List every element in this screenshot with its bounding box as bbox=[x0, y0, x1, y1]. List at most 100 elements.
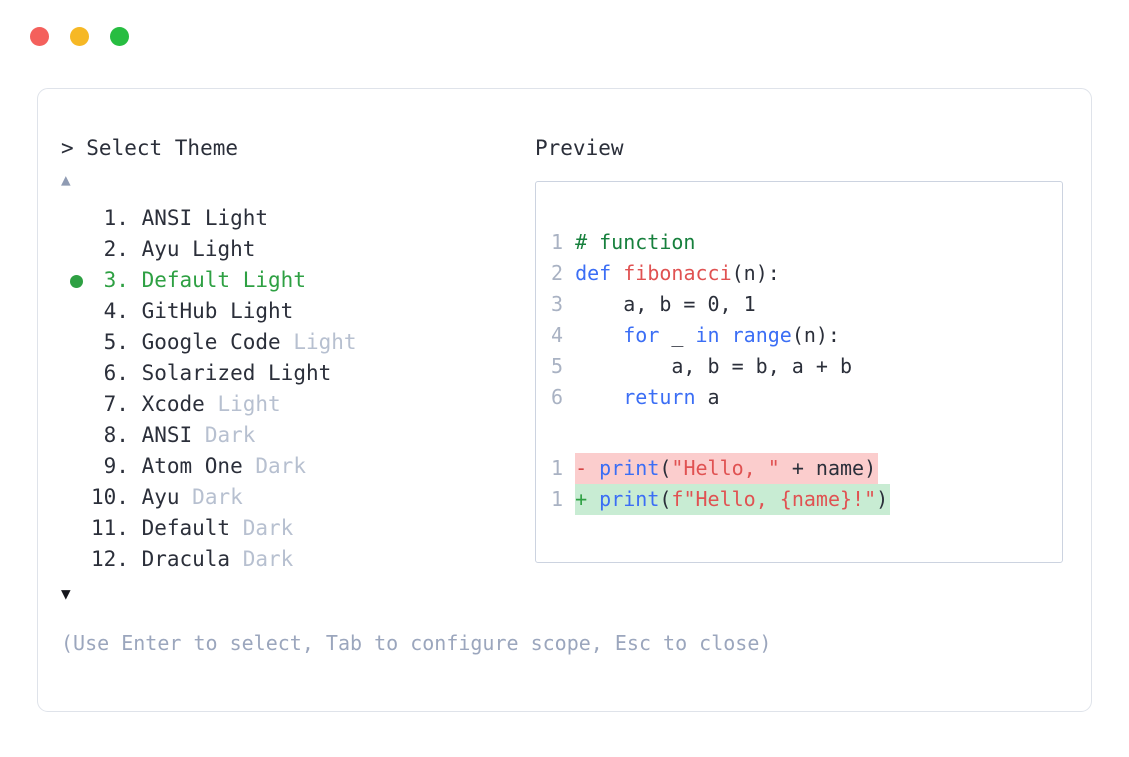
keyboard-hint: (Use Enter to select, Tab to configure s… bbox=[61, 631, 772, 655]
theme-item-index: 10. bbox=[91, 485, 129, 509]
code-token: # function bbox=[575, 230, 696, 254]
diff-preview: 1- print("Hello, " + name)1+ print(f"Hel… bbox=[536, 453, 1062, 515]
code-token: "Hello, " bbox=[671, 456, 780, 480]
theme-list-item[interactable]: 7. Xcode Light bbox=[61, 389, 531, 420]
theme-item-name: ANSI bbox=[141, 423, 193, 447]
scroll-down-icon[interactable]: ▼ bbox=[61, 584, 71, 603]
diff-line-add: 1+ print(f"Hello, {name}!") bbox=[536, 484, 1062, 515]
theme-item-variant: Light bbox=[242, 268, 306, 292]
theme-item-name: Solarized bbox=[141, 361, 256, 385]
theme-item-variant: Dark bbox=[204, 423, 256, 447]
theme-item-name: Ayu bbox=[141, 485, 180, 509]
theme-item-index: 8. bbox=[103, 423, 129, 447]
theme-item-index: 1. bbox=[103, 206, 129, 230]
code-token: return bbox=[623, 385, 696, 409]
theme-item-index: 9. bbox=[103, 454, 129, 478]
theme-list-item[interactable]: 11. Default Dark bbox=[61, 513, 531, 544]
theme-list-item[interactable]: 1. ANSI Light bbox=[61, 203, 531, 234]
code-token: print bbox=[599, 456, 660, 480]
theme-item-variant: Dark bbox=[242, 516, 294, 540]
theme-list-item[interactable]: 9. Atom One Dark bbox=[61, 451, 531, 482]
diff-line-del: 1- print("Hello, " + name) bbox=[536, 453, 1062, 484]
theme-item-index: 6. bbox=[103, 361, 129, 385]
theme-item-variant: Dark bbox=[242, 547, 294, 571]
code-line: 6 return a bbox=[536, 382, 1062, 413]
selected-bullet-icon bbox=[70, 274, 83, 288]
theme-item-index: 3. bbox=[103, 268, 129, 292]
theme-item-variant: Light bbox=[192, 237, 256, 261]
code-token: (n): bbox=[731, 261, 780, 285]
minimize-button[interactable] bbox=[70, 27, 89, 46]
prompt-label: > Select Theme bbox=[61, 136, 239, 160]
code-line: 5 a, b = b, a + b bbox=[536, 351, 1062, 382]
code-token: print bbox=[599, 487, 660, 511]
code-line: 2 def fibonacci(n): bbox=[536, 258, 1062, 289]
line-number: 1 bbox=[551, 456, 564, 480]
theme-item-name: ANSI bbox=[141, 206, 193, 230]
theme-item-name: Default bbox=[141, 516, 231, 540]
theme-list-item[interactable]: 6. Solarized Light bbox=[61, 358, 531, 389]
preview-title: Preview bbox=[535, 136, 624, 160]
line-number: 4 bbox=[551, 323, 564, 347]
maximize-button[interactable] bbox=[110, 27, 129, 46]
theme-list-item[interactable]: 10. Ayu Dark bbox=[61, 482, 531, 513]
theme-list-item[interactable]: 4. GitHub Light bbox=[61, 296, 531, 327]
code-token: for bbox=[623, 323, 660, 347]
theme-item-name: Atom One bbox=[141, 454, 243, 478]
theme-item-index: 12. bbox=[91, 547, 129, 571]
code-line: 1 # function bbox=[536, 227, 1062, 258]
code-token: fibonacci bbox=[623, 261, 732, 285]
theme-item-variant: Dark bbox=[255, 454, 306, 478]
theme-list-item[interactable]: 5. Google Code Light bbox=[61, 327, 531, 358]
theme-item-index: 4. bbox=[103, 299, 129, 323]
code-token: a, b = 0, 1 bbox=[575, 292, 756, 316]
code-token: _ bbox=[659, 323, 696, 347]
theme-item-name: Default bbox=[141, 268, 231, 292]
theme-item-index: 2. bbox=[103, 237, 129, 261]
code-token bbox=[575, 323, 623, 347]
theme-list-item[interactable]: 2. Ayu Light bbox=[61, 234, 531, 265]
theme-item-name: Ayu bbox=[141, 237, 180, 261]
theme-item-variant: Light bbox=[268, 361, 332, 385]
theme-list-item[interactable]: 12. Dracula Dark bbox=[61, 544, 531, 575]
code-line: 4 for _ in range(n): bbox=[536, 320, 1062, 351]
diff-marker: - bbox=[575, 456, 588, 480]
line-number: 2 bbox=[551, 261, 564, 285]
code-token bbox=[575, 385, 623, 409]
diff-content: + print(f"Hello, {name}!") bbox=[575, 484, 891, 515]
window-traffic-lights bbox=[30, 27, 129, 46]
scroll-up-icon[interactable]: ▲ bbox=[61, 170, 71, 189]
theme-item-name: Google Code bbox=[141, 330, 281, 354]
close-button[interactable] bbox=[30, 27, 49, 46]
theme-item-variant: Light bbox=[230, 299, 294, 323]
theme-list-item[interactable]: 8. ANSI Dark bbox=[61, 420, 531, 451]
code-token: ) bbox=[876, 487, 889, 511]
code-token: a bbox=[695, 385, 720, 409]
theme-item-index: 5. bbox=[103, 330, 129, 354]
code-token: (n): bbox=[791, 323, 840, 347]
code-token: + name) bbox=[779, 456, 877, 480]
code-token: f"Hello, {name}!" bbox=[671, 487, 877, 511]
code-token: in range bbox=[695, 323, 792, 347]
theme-item-index: 11. bbox=[91, 516, 129, 540]
code-token: ( bbox=[659, 456, 672, 480]
theme-item-variant: Light bbox=[293, 330, 357, 354]
diff-content: - print("Hello, " + name) bbox=[575, 453, 879, 484]
line-number: 3 bbox=[551, 292, 564, 316]
theme-item-variant: Light bbox=[204, 206, 269, 230]
code-token: def bbox=[575, 261, 624, 285]
code-token: a, b = b, a + b bbox=[575, 354, 853, 378]
theme-item-name: Xcode bbox=[141, 392, 205, 416]
code-line: 3 a, b = 0, 1 bbox=[536, 289, 1062, 320]
theme-list-item[interactable]: 3. Default Light bbox=[61, 265, 531, 296]
line-number: 6 bbox=[551, 385, 564, 409]
theme-item-name: Dracula bbox=[141, 547, 231, 571]
line-number: 5 bbox=[551, 354, 564, 378]
line-number: 1 bbox=[551, 230, 564, 254]
